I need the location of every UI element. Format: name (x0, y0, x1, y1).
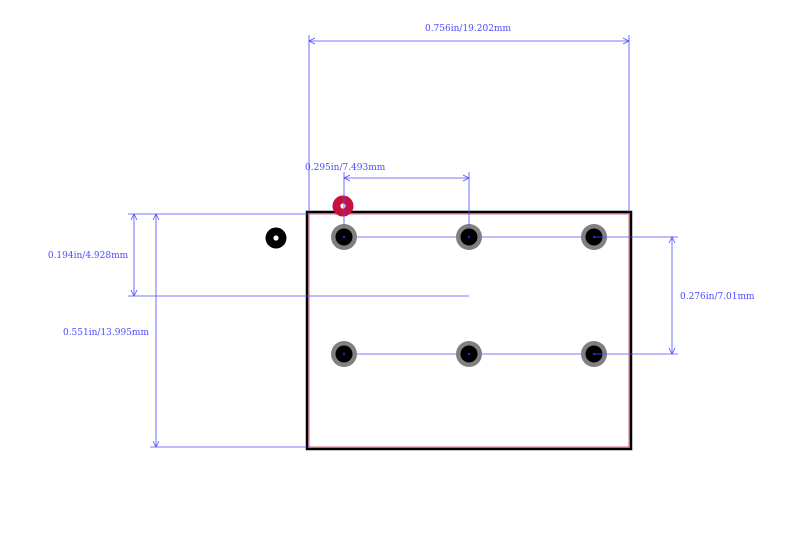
dimension-label-row-spacing: 0.276in/7.01mm (680, 292, 755, 302)
dimension-overall-height: 0.551in/13.995mm (63, 213, 307, 448)
through-hole-pad-icon (456, 341, 482, 367)
dimension-pin-pitch: 0.295in/7.493mm (305, 163, 470, 226)
dimension-label-overall-width: 0.756in/19.202mm (425, 24, 511, 34)
pin1-marker-icon (332, 195, 354, 217)
through-hole-pad-icon (456, 224, 482, 250)
dimension-label-pin-pitch: 0.295in/7.493mm (305, 163, 386, 173)
dimension-label-pin1-to-center: 0.194in/4.928mm (48, 251, 129, 261)
through-hole-pad-icon (331, 341, 357, 367)
orientation-dot-icon (265, 227, 287, 249)
dimension-pin1-to-center: 0.194in/4.928mm (48, 213, 469, 297)
dimension-label-overall-height: 0.551in/13.995mm (63, 328, 149, 338)
through-hole-pad-icon (331, 224, 357, 250)
dimension-overall-width: 0.756in/19.202mm (308, 24, 630, 212)
dimension-row-spacing: 0.276in/7.01mm (594, 236, 755, 355)
